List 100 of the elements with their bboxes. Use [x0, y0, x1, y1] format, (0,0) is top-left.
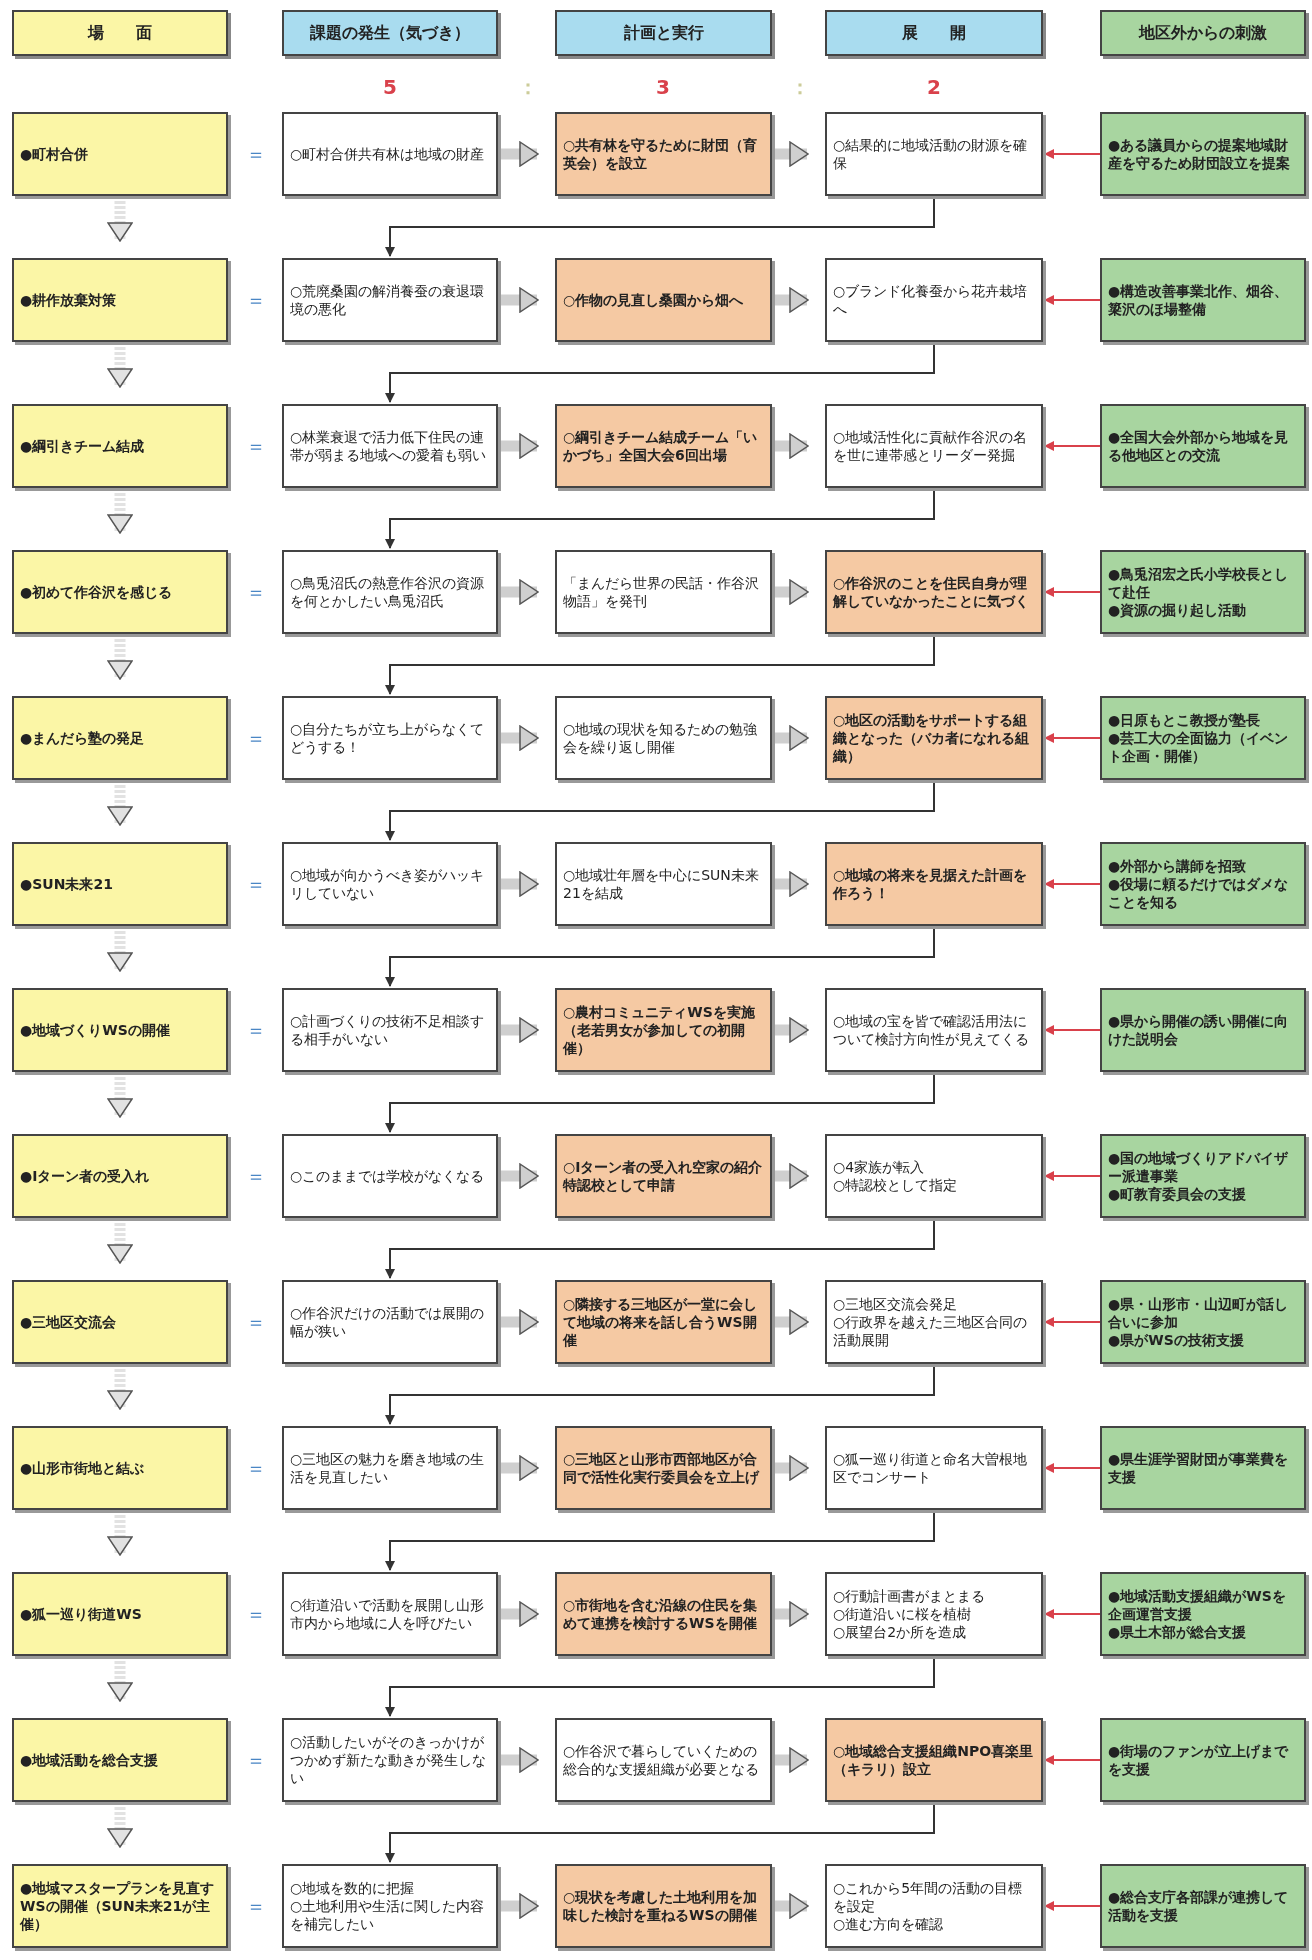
box-text: ●芸工大の全面協力（イベント企画・開催） [1108, 729, 1290, 765]
box-text: ○Iターン者の受入れ空家の紹介特認校として申請 [563, 1158, 764, 1194]
process-box [282, 1572, 498, 1656]
arrow [1044, 1755, 1101, 1765]
process-box [555, 1718, 772, 1802]
box-text: ○鳥兎沼氏の熱意作谷沢の資源を何とかしたい鳥兎沼氏 [290, 574, 486, 610]
arrow [1044, 1025, 1101, 1035]
process-box [282, 112, 498, 196]
arrow [1044, 1171, 1101, 1181]
equals-sign: ＝ [245, 872, 267, 896]
external-stimulus-box [1100, 1718, 1306, 1802]
box-text: ○活動したいがそのきっかけがつかめず新たな動きが発生しない [290, 1733, 487, 1787]
arrow [1044, 149, 1101, 159]
box-text: 「まんだら世界の民話・作谷沢物語」を発刊 [563, 574, 760, 610]
process-box [825, 1280, 1043, 1364]
box-text: ○行政界を越えた三地区合同の活動展開 [833, 1313, 1029, 1349]
box-text: ●地域づくりWSの開催 [20, 1021, 171, 1039]
block-arrow [772, 1017, 809, 1043]
external-stimulus-box [1100, 1426, 1306, 1510]
box-text: ○町村合併共有林は地域の財産 [290, 145, 486, 163]
box-text: ●日原もとこ教授が塾長 [1108, 711, 1262, 729]
process-box [282, 1864, 498, 1948]
ratio-number: 5 [382, 74, 398, 101]
block-arrow [498, 433, 539, 459]
external-stimulus-box [1100, 1864, 1306, 1948]
process-box [825, 1134, 1043, 1218]
scene-box [12, 1280, 228, 1364]
process-box [282, 1134, 498, 1218]
block-arrow [498, 1455, 539, 1481]
block-arrow [498, 1163, 539, 1189]
box-text: ○ブランド化養蚕から花卉栽培へ [833, 282, 1029, 318]
box-text: ●県から開催の誘い開催に向けた説明会 [1108, 1012, 1290, 1048]
box-text: ○結果的に地域活動の財源を確保 [833, 136, 1029, 172]
box-text: ○作谷沢だけの活動では展開の幅が狭い [290, 1304, 486, 1340]
box-text: ●県がWSの技術支援 [1108, 1331, 1245, 1349]
box-text: ○このままでは学校がなくなる [290, 1167, 486, 1185]
process-box [825, 696, 1043, 780]
column-header [1100, 10, 1306, 56]
process-box [825, 258, 1043, 342]
external-stimulus-box [1100, 988, 1306, 1072]
scene-box [12, 988, 228, 1072]
process-box [282, 1280, 498, 1364]
box-text: ●外部から講師を招致 [1108, 857, 1248, 875]
box-text: ○地域の現状を知るための勉強会を繰り返し開催 [563, 720, 759, 756]
column-header [555, 10, 772, 56]
process-box [555, 1134, 772, 1218]
equals-sign: ＝ [245, 434, 267, 458]
box-text: ○隣接する三地区が一堂に会して地域の将来を話し合うWS開催 [563, 1295, 759, 1349]
process-box [282, 404, 498, 488]
scene-box [12, 1864, 228, 1948]
equals-sign: ＝ [245, 1164, 267, 1188]
box-text: ●地域活動を総合支援 [20, 1751, 160, 1769]
box-text: ○地域総合支援組織NPO喜楽里（キラリ）設立 [833, 1742, 1035, 1778]
block-arrow [498, 579, 539, 605]
block-arrow [772, 433, 809, 459]
box-text: ●資源の掘り起し活動 [1108, 601, 1248, 619]
process-box [825, 988, 1043, 1072]
process-box [825, 112, 1043, 196]
box-text: ○行動計画書がまとまる [833, 1587, 987, 1605]
scene-box [12, 258, 228, 342]
box-text: ●全国大会外部から地域を見る他地区との交流 [1108, 428, 1290, 464]
box-text: ●まんだら塾の発足 [20, 729, 146, 747]
box-text: ●Iターン者の受入れ [20, 1167, 151, 1185]
box-text: ●構造改善事業北作、畑谷、簗沢のほ場整備 [1108, 282, 1290, 318]
process-box [555, 842, 772, 926]
process-box [555, 1572, 772, 1656]
arrow [1044, 1463, 1101, 1473]
block-arrow [498, 1017, 539, 1043]
box-text: ●地域マスタープランを見直すWSの開催（SUN未来21が主催） [20, 1879, 216, 1933]
arrow [1044, 733, 1101, 743]
process-box [825, 842, 1043, 926]
external-stimulus-box [1100, 404, 1306, 488]
process-box [555, 404, 772, 488]
scene-box [12, 550, 228, 634]
box-text: ●狐一巡り街道WS [20, 1605, 143, 1623]
box-text: ○地区の活動をサポートする組織となった（バカ者になれる組織） [833, 711, 1030, 765]
box-text: ○地域が向かうべき姿がハッキリしていない [290, 866, 486, 902]
box-text: ○綱引きチーム結成チーム「いかづち」全国大会6回出場 [563, 428, 759, 464]
process-box [555, 112, 772, 196]
equals-sign: ＝ [245, 1310, 267, 1334]
block-arrow [498, 1893, 539, 1919]
process-box [282, 988, 498, 1072]
box-text: ●県生涯学習財団が事業費を支援 [1108, 1450, 1290, 1486]
arrow [1044, 441, 1101, 451]
scene-box [12, 1134, 228, 1218]
process-box [282, 550, 498, 634]
box-text: ●山形市街地と結ぶ [20, 1459, 146, 1477]
box-text: ●役場に頼るだけではダメなことを知る [1108, 875, 1290, 911]
process-box [282, 842, 498, 926]
process-box [282, 258, 498, 342]
box-text: ●県土木部が総合支援 [1108, 1623, 1248, 1641]
box-text: ○地域の将来を見据えた計画を作ろう！ [833, 866, 1029, 902]
process-box [825, 1426, 1043, 1510]
process-box [555, 696, 772, 780]
scene-box [12, 1718, 228, 1802]
process-box [555, 258, 772, 342]
box-text: ●鳥兎沼宏之氏小学校長として赴任 [1108, 565, 1290, 601]
external-stimulus-box [1100, 1280, 1306, 1364]
box-text: ○農村コミュニティWSを実施（老若男女が参加しての初開催） [563, 1003, 756, 1057]
header-text: 場 面 [88, 22, 152, 44]
